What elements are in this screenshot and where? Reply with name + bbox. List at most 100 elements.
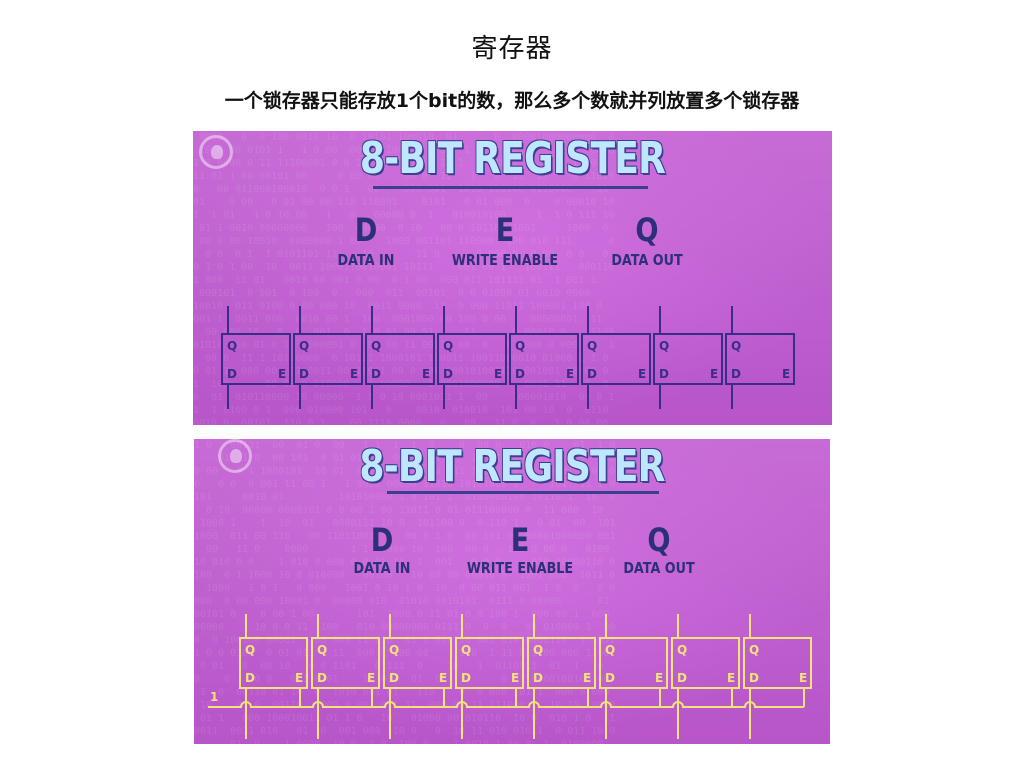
latch-q-label: Q (317, 643, 327, 657)
latch-q-label: Q (515, 339, 525, 353)
latch-q-label: Q (443, 339, 453, 353)
latch-d-label: D (245, 671, 255, 685)
latch-d-label: D (389, 671, 399, 685)
latch-q-label: Q (659, 339, 669, 353)
latch-q-label: Q (245, 643, 255, 657)
latch-d-label: D (515, 367, 525, 381)
latch-q-label: Q (605, 643, 615, 657)
latch-box (383, 637, 452, 689)
write-enable-letter: E (495, 211, 515, 249)
latch-cell: QD E (527, 614, 596, 739)
register-heading: 8-BIT REGISTER (359, 441, 665, 492)
latch-d-label: D (533, 671, 543, 685)
data-in-letter: D (354, 211, 378, 249)
heading-underline (373, 186, 648, 189)
latch-box (437, 333, 507, 385)
latch-d-label: D (587, 367, 597, 381)
latch-box (455, 637, 524, 689)
slide-title: 寄存器 (471, 34, 553, 64)
data-in-letter: D (370, 521, 394, 559)
write-enable-caption: WRITE ENABLE (466, 559, 574, 577)
data-out-letter: Q (647, 521, 671, 559)
latch-d-label: D (659, 367, 669, 381)
data-out-caption: DATA OUT (611, 251, 683, 269)
latch-cell: QD E (221, 306, 291, 409)
latch-e-label: E (295, 671, 303, 685)
pbs-logo-icon (218, 439, 252, 473)
latch-cell: QD E (437, 306, 507, 409)
latch-q-label: Q (749, 643, 759, 657)
latch-d-label: D (677, 671, 687, 685)
latch-e-label: E (422, 367, 430, 381)
heading-underline (387, 491, 659, 494)
register-image-bottom: 1 0 00101 00 01 0 00 1 1 1 1 0 0 00 0 01… (194, 439, 830, 744)
latch-d-label: D (227, 367, 237, 381)
enable-value-label: 1 (210, 690, 218, 704)
latch-cell: QD E (509, 306, 579, 409)
latch-box (221, 333, 291, 385)
latch-box (581, 333, 651, 385)
write-enable-bus (208, 701, 804, 708)
data-in-caption: DATA IN (337, 251, 395, 269)
latch-q-label: Q (587, 339, 597, 353)
latch-e-label: E (710, 367, 718, 381)
latch-box (365, 333, 435, 385)
latch-box (671, 637, 740, 689)
latch-cell: QD E (365, 306, 435, 409)
latch-cell: QD E (743, 614, 812, 739)
latch-box (725, 333, 795, 385)
data-out-letter: Q (635, 211, 659, 249)
latch-e-label: E (350, 367, 358, 381)
latch-q-label: Q (677, 643, 687, 657)
latch-e-label: E (367, 671, 375, 685)
latch-d-label: D (299, 367, 309, 381)
latch-cell: QD E (383, 614, 452, 739)
latch-box (743, 637, 812, 689)
data-out-caption: DATA OUT (623, 559, 695, 577)
latch-cell: QD E (581, 306, 651, 409)
latch-d-label: D (371, 367, 381, 381)
latch-e-label: E (494, 367, 502, 381)
latch-cell: QD E (239, 614, 308, 739)
pbs-logo-icon (199, 135, 233, 169)
latch-q-label: Q (371, 339, 381, 353)
latch-q-label: Q (731, 339, 741, 353)
latch-e-label: E (278, 367, 286, 381)
data-in-caption: DATA IN (353, 559, 411, 577)
latch-e-label: E (799, 671, 807, 685)
latch-d-label: D (731, 367, 741, 381)
latch-q-label: Q (299, 339, 309, 353)
latch-e-label: E (566, 367, 574, 381)
latch-box (527, 637, 596, 689)
register-image-top: 0000 0 0 100 0010 10 0 10101 100010 01 0… (193, 131, 832, 425)
latch-box (653, 333, 723, 385)
latch-d-label: D (749, 671, 759, 685)
latch-e-label: E (583, 671, 591, 685)
latch-cell: QD E (599, 614, 668, 739)
latch-e-label: E (638, 367, 646, 381)
latch-q-label: Q (533, 643, 543, 657)
latch-e-label: E (655, 671, 663, 685)
latch-box (293, 333, 363, 385)
latch-box (599, 637, 668, 689)
register-heading: 8-BIT REGISTER (359, 133, 666, 184)
latch-e-label: E (511, 671, 519, 685)
latch-box (311, 637, 380, 689)
latch-d-label: D (605, 671, 615, 685)
latch-q-label: Q (227, 339, 237, 353)
latch-cell: QD E (653, 306, 723, 409)
latch-q-label: Q (389, 643, 399, 657)
latch-e-label: E (439, 671, 447, 685)
write-enable-letter: E (510, 521, 530, 559)
write-enable-caption: WRITE ENABLE (451, 251, 559, 269)
latch-d-label: D (443, 367, 453, 381)
latch-d-label: D (461, 671, 471, 685)
latch-box (239, 637, 308, 689)
slide-subtitle: 一个锁存器只能存放1个bit的数，那么多个数就并列放置多个锁存器 (224, 90, 800, 112)
